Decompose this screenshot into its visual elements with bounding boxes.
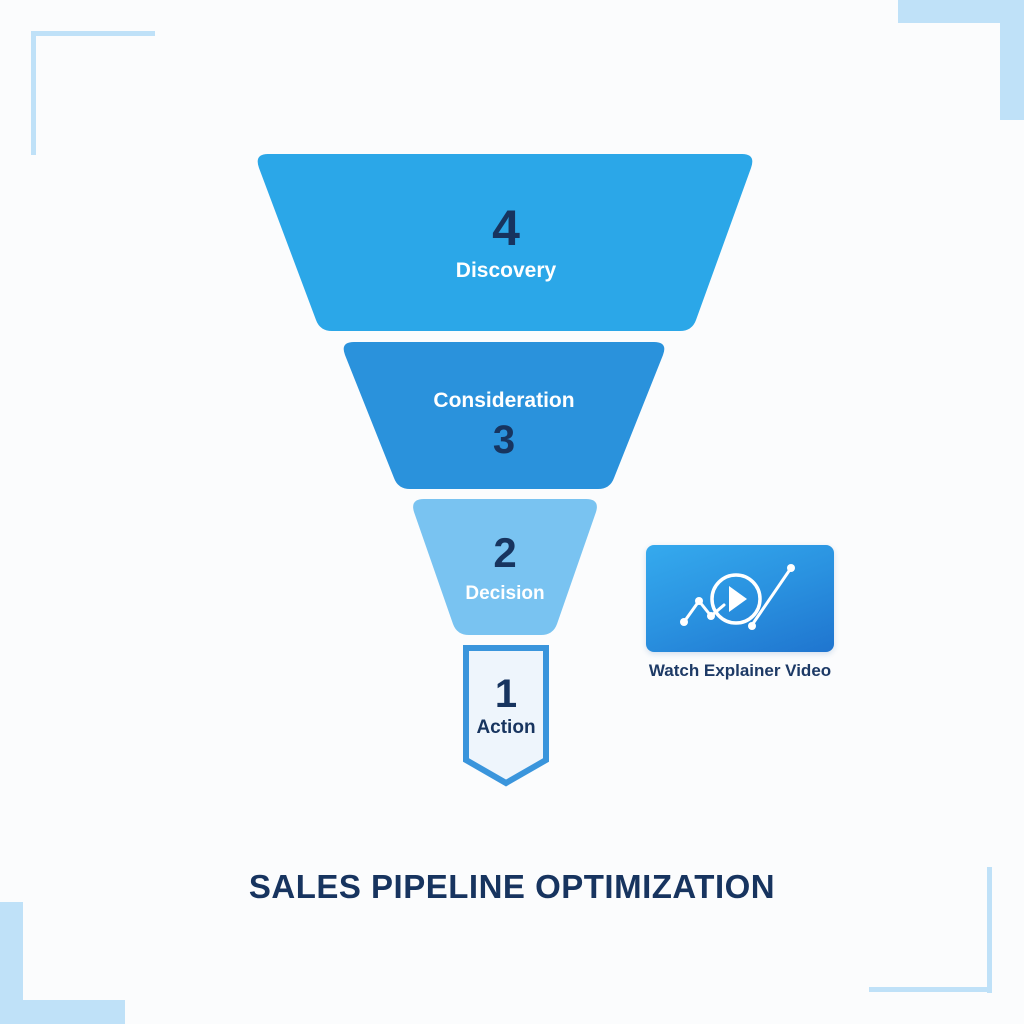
- funnel-stage-4-shape[interactable]: [257, 154, 753, 331]
- stage-label: Action: [476, 717, 536, 738]
- watch-video-button[interactable]: [646, 545, 834, 652]
- corner-bracket-top-right: [1000, 0, 1024, 120]
- stage-number: 4: [492, 200, 520, 256]
- stage-label: Discovery: [455, 259, 557, 282]
- watch-video-caption[interactable]: Watch Explainer Video: [648, 661, 832, 680]
- funnel-stage-2-shape[interactable]: [413, 499, 597, 635]
- corner-bracket-top-right: [898, 0, 1024, 23]
- corner-bracket-bottom-left: [0, 1000, 125, 1024]
- page-title: SALES PIPELINE OPTIMIZATION: [248, 868, 776, 905]
- stage-number: 2: [493, 529, 517, 576]
- stage-number: 1: [494, 672, 518, 716]
- corner-bracket-top-left: [31, 31, 155, 36]
- corner-bracket-bottom-left: [0, 902, 23, 1024]
- play-chart-icon: [680, 564, 795, 630]
- stage-label: Decision: [465, 583, 545, 604]
- stage-label: Consideration: [433, 389, 575, 412]
- funnel-stage-3-shape[interactable]: [343, 342, 665, 489]
- corner-bracket-bottom-right: [869, 987, 992, 992]
- funnel-stage-1-shape[interactable]: [463, 645, 549, 787]
- corner-bracket-top-left: [31, 31, 36, 155]
- corner-bracket-bottom-right: [987, 867, 992, 993]
- stage-number: 3: [492, 418, 516, 462]
